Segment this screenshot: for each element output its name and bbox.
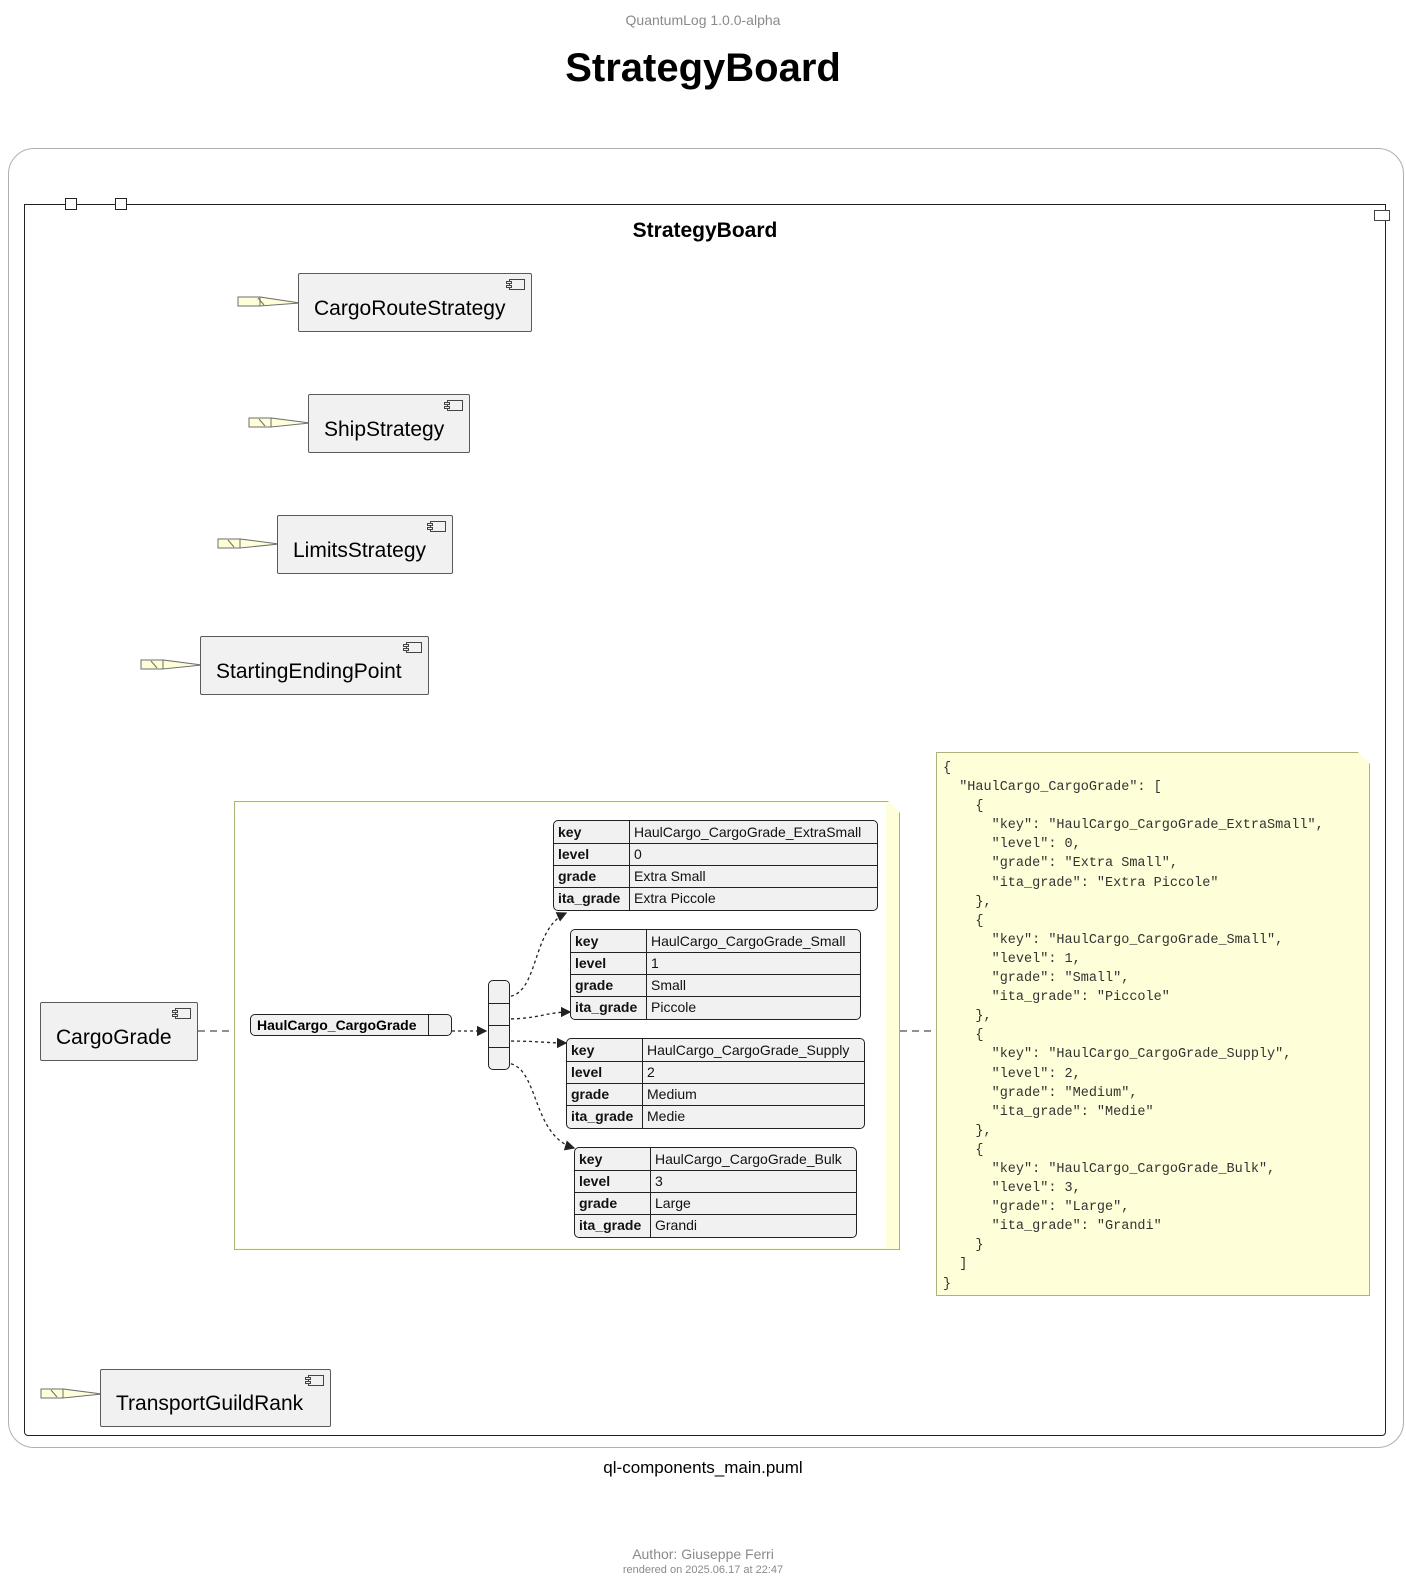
- field-level-label: level: [571, 1064, 603, 1080]
- diagram-caption: ql-components_main.puml: [603, 1458, 803, 1477]
- component-icon: [172, 1008, 191, 1019]
- component-icon: [427, 521, 446, 532]
- component-label: StartingEndingPoint: [216, 660, 402, 683]
- field-ita-grade-label: ita_grade: [575, 999, 638, 1015]
- component-label: CargoRouteStrategy: [314, 297, 506, 320]
- note-flag-icon: [40, 1388, 103, 1399]
- field-grade-label: grade: [571, 1086, 610, 1102]
- field-grade-label: grade: [579, 1195, 618, 1211]
- field-key-label: key: [571, 1042, 595, 1058]
- json-note-text: { "HaulCargo_CargoGrade": [ { "key": "Ha…: [943, 761, 1324, 1292]
- field-key-label: key: [579, 1151, 603, 1167]
- arrow-array-to-entry-2: [504, 1037, 568, 1049]
- package-port-right: [115, 198, 127, 210]
- arrow-array-to-entry-3: [504, 1062, 576, 1151]
- field-ita-grade-label: ita_grade: [571, 1108, 634, 1124]
- component-cargo-grade[interactable]: CargoGrade: [40, 1002, 198, 1061]
- field-ita-grade-value: Piccole: [651, 999, 697, 1015]
- component-ship-strategy[interactable]: ShipStrategy: [308, 394, 470, 453]
- note-fold: [888, 801, 900, 813]
- field-grade-label: grade: [575, 977, 614, 993]
- rendered-timestamp: rendered on 2025.06.17 at 22:47: [622, 1564, 784, 1576]
- json-entry-table: key HaulCargo_CargoGrade_ExtraSmall level…: [553, 820, 878, 911]
- field-level-value: 0: [634, 846, 642, 862]
- component-label: ShipStrategy: [324, 418, 445, 441]
- component-label: LimitsStrategy: [293, 539, 427, 562]
- field-key-label: key: [575, 933, 599, 949]
- json-root-node: HaulCargo_CargoGrade: [250, 1014, 452, 1036]
- field-level-value: 2: [647, 1064, 655, 1080]
- component-cargo-route-strategy[interactable]: CargoRouteStrategy: [298, 273, 532, 332]
- field-grade-value: Large: [655, 1195, 691, 1211]
- field-ita-grade-value: Extra Piccole: [634, 890, 716, 906]
- component-limits-strategy[interactable]: LimitsStrategy: [277, 515, 453, 574]
- json-entry-table: key HaulCargo_CargoGrade_Small level 1 gra…: [570, 929, 861, 1020]
- arrow-array-to-entry-0: [504, 912, 568, 998]
- field-ita-grade-label: ita_grade: [579, 1217, 642, 1233]
- outer-frame: [8, 148, 1404, 1448]
- diagram-title: StrategyBoard: [565, 46, 841, 90]
- json-root-separator: [427, 1015, 429, 1035]
- field-grade-label: grade: [558, 868, 597, 884]
- field-grade-value: Extra Small: [634, 868, 706, 884]
- package-port-left: [65, 198, 77, 210]
- field-ita-grade-value: Grandi: [655, 1217, 698, 1233]
- field-key-value: HaulCargo_CargoGrade_Small: [651, 933, 846, 949]
- field-key-label: key: [558, 824, 582, 840]
- field-level-label: level: [575, 955, 607, 971]
- field-grade-value: Medium: [647, 1086, 697, 1102]
- note-fold: [1358, 752, 1370, 764]
- field-ita-grade-label: ita_grade: [558, 890, 621, 906]
- component-transport-guild-rank[interactable]: TransportGuildRank: [100, 1369, 331, 1427]
- note-flag-icon: [237, 296, 301, 307]
- component-label: TransportGuildRank: [116, 1392, 304, 1415]
- note-flag-icon: [248, 417, 311, 428]
- field-level-value: 1: [651, 955, 659, 971]
- arrow-array-to-entry-1: [504, 1006, 572, 1020]
- component-starting-ending-point[interactable]: StartingEndingPoint: [200, 636, 429, 695]
- note-flag-icon: [140, 659, 203, 670]
- field-level-label: level: [579, 1173, 611, 1189]
- note-flag-icon: [217, 538, 280, 549]
- field-level-label: level: [558, 846, 590, 862]
- component-label: CargoGrade: [56, 1026, 172, 1049]
- package-strategyboard: [24, 204, 1386, 1436]
- field-grade-value: Small: [651, 977, 687, 993]
- author-label: Author: Giuseppe Ferri: [632, 1546, 774, 1562]
- field-level-value: 3: [655, 1173, 663, 1189]
- component-icon: [305, 1375, 324, 1386]
- field-key-value: HaulCargo_CargoGrade_ExtraSmall: [634, 824, 862, 840]
- version-label: QuantumLog 1.0.0-alpha: [625, 12, 781, 28]
- json-root-label: HaulCargo_CargoGrade: [257, 1017, 417, 1033]
- component-icon: [444, 400, 463, 411]
- field-key-value: HaulCargo_CargoGrade_Bulk: [655, 1151, 842, 1167]
- field-key-value: HaulCargo_CargoGrade_Supply: [647, 1042, 850, 1058]
- json-entry-table: key HaulCargo_CargoGrade_Bulk level 3 grad…: [574, 1147, 857, 1238]
- field-ita-grade-value: Medie: [647, 1108, 686, 1124]
- component-icon: [506, 279, 525, 290]
- json-text-note: { "HaulCargo_CargoGrade": [ { "key": "Ha…: [936, 752, 1370, 1296]
- package-title: StrategyBoard: [632, 219, 778, 242]
- json-array-node: [488, 980, 510, 1070]
- component-icon: [403, 642, 422, 653]
- package-component-icon: [1374, 210, 1390, 221]
- json-entry-table: key HaulCargo_CargoGrade_Supply level 2 gr…: [566, 1038, 865, 1129]
